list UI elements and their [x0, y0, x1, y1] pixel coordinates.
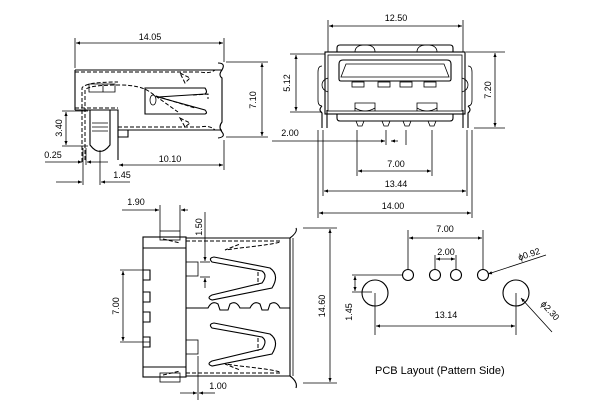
dim-mount-span: 13.14 [374, 293, 517, 335]
dim-row-offset: 1.45 [344, 274, 402, 321]
dim-label: 7.20 [483, 81, 493, 99]
dim-label: 1.50 [194, 218, 204, 236]
front-view-body [317, 44, 473, 128]
dim-label: 2.00 [437, 247, 455, 257]
dim-label: 13.44 [385, 179, 408, 189]
dim-label: 7.00 [436, 224, 454, 234]
dim-label: 7.10 [248, 91, 258, 109]
dim-label: 7.00 [111, 297, 121, 315]
signal-hole [476, 268, 490, 282]
dim-tab-span: 13.44 [322, 130, 468, 196]
dim-opening-width: 12.50 [327, 13, 464, 52]
dim-label: 12.50 [385, 13, 408, 23]
dim-label: 5.12 [282, 74, 292, 92]
dim-label: 1.45 [344, 303, 354, 321]
dim-label: 14.05 [139, 32, 162, 42]
dim-label: ϕ0.92 [517, 246, 542, 262]
dim-label: 14.00 [382, 201, 405, 211]
dim-label: 13.14 [435, 310, 458, 320]
dim-label: 14.60 [317, 295, 327, 318]
signal-hole [428, 268, 442, 282]
dim-label: 1.00 [209, 381, 227, 391]
dim-label: 7.00 [387, 159, 405, 169]
signal-hole [401, 268, 415, 282]
dim-body-to-leg: 10.10 [119, 140, 225, 170]
dim-leg-pitch: 1.45 [56, 150, 131, 185]
dim-overall-width: 14.00 [317, 130, 473, 218]
dim-top-length: 14.60 [303, 227, 337, 384]
dim-top-pin-span: 7.00 [111, 269, 150, 343]
signal-hole [449, 268, 463, 282]
side-view-body [74, 62, 224, 162]
dim-outer-pin-span: 7.00 [356, 130, 433, 176]
dim-signal-hole-dia: ϕ0.92 [487, 246, 547, 275]
dim-label: ϕ2.30 [539, 299, 562, 322]
dim-label: 1.90 [127, 197, 145, 207]
pcb-layout: 7.00 2.00 ϕ0.92 1.45 13.14 [344, 224, 561, 377]
dim-spring-offset: 1.50 [194, 212, 210, 288]
dim-pin-offset: 1.00 [180, 356, 227, 400]
dim-opening-height: 5.12 [282, 53, 325, 113]
dim-side-height: 7.10 [226, 61, 268, 138]
dim-signal-pitch: 2.00 [434, 247, 457, 270]
dim-tab-width: 1.90 [122, 197, 188, 231]
dim-label: 3.40 [54, 119, 64, 137]
dim-label: 1.45 [113, 170, 131, 180]
dim-leg-thickness: 0.25 [44, 148, 108, 185]
dim-signal-span: 7.00 [407, 224, 484, 270]
side-view: 14.05 7.10 3.40 0.25 1.45 [44, 32, 268, 185]
dim-side-length: 14.05 [74, 32, 225, 68]
dim-label: 2.00 [281, 128, 299, 138]
top-view-body [142, 227, 297, 389]
top-view: 1.90 1.50 7.00 14.60 1.00 [111, 197, 337, 400]
dim-label: 10.10 [159, 154, 182, 164]
dim-pin-pitch: 2.00 [272, 128, 407, 145]
dim-label: 0.25 [44, 150, 62, 160]
front-view: 12.50 5.12 7.20 2.00 7.00 [272, 13, 505, 218]
dim-mount-hole-dia: ϕ2.30 [520, 297, 562, 333]
dim-leg-offset: 3.40 [54, 110, 88, 147]
pcb-layout-caption: PCB Layout (Pattern Side) [375, 365, 505, 377]
dim-overall-height: 7.20 [466, 51, 505, 129]
